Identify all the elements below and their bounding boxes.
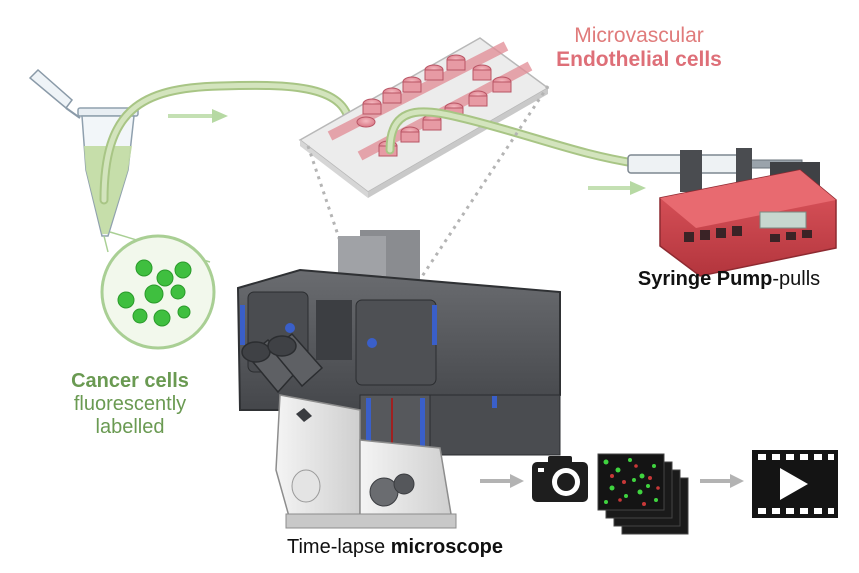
syringe-bold-text: Syringe Pump	[637, 268, 773, 290]
camera-icon	[532, 456, 588, 502]
microscope-label: Time-lapse microscope	[240, 536, 550, 559]
cancer-line3-text: labelled	[95, 416, 165, 438]
cancer-line2-text: fluorescently	[73, 393, 187, 415]
image-stack-icon	[597, 453, 689, 535]
cancer-cells-icon	[100, 231, 216, 350]
arrow-to-film	[700, 474, 744, 488]
cancer-cells-label: Cancer cells fluorescently labelled	[40, 370, 220, 439]
arrow-to-camera	[480, 474, 524, 488]
endothelial-text: Endothelial cells	[556, 48, 722, 72]
projection-lines	[306, 85, 550, 347]
microvascular-label: Microvascular Endothelial cells	[520, 24, 758, 72]
syringe-pump-label: Syringe Pump-pulls	[616, 268, 842, 291]
flow-arrow-right	[588, 181, 646, 195]
syringe-pump-icon	[627, 148, 837, 277]
microvascular-text: Microvascular	[574, 24, 704, 47]
microscope-plain-text: Time-lapse	[287, 536, 391, 558]
pipette-icon	[28, 68, 81, 119]
microscope-icon	[236, 230, 561, 529]
chip-icon	[298, 37, 550, 198]
cancer-bold-text: Cancer cells	[71, 370, 189, 392]
syringe-rest-text: -pulls	[772, 268, 821, 290]
microscope-bold-text: microscope	[390, 536, 503, 558]
film-icon	[752, 450, 838, 518]
flow-arrow-left	[168, 109, 228, 123]
